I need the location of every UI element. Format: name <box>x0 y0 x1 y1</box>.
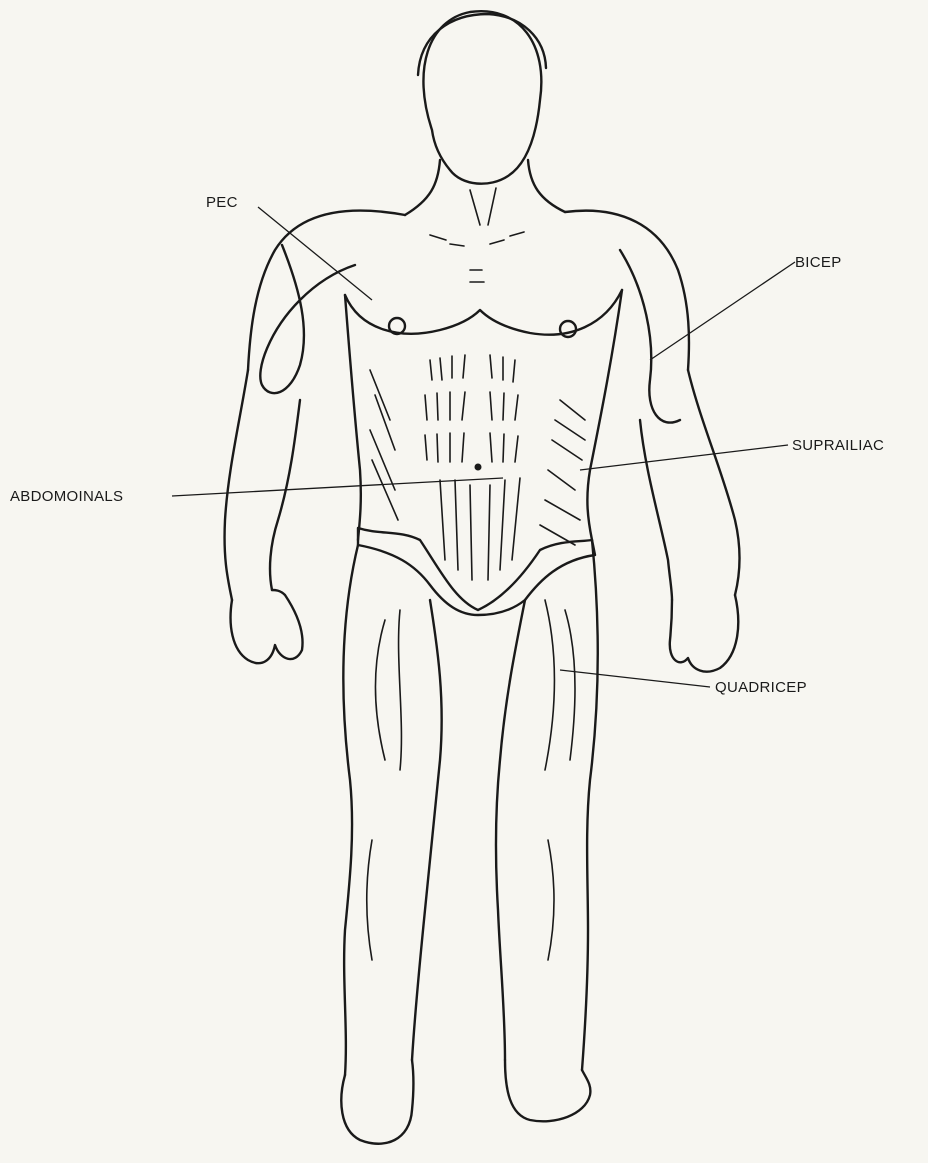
oblique-left-marks <box>370 370 398 520</box>
left-deltoid <box>260 245 355 393</box>
right-leg-inner <box>496 600 525 1060</box>
navel <box>475 464 482 471</box>
bicep-leader <box>650 262 795 360</box>
torso-right-side <box>587 290 622 540</box>
hair <box>418 14 546 75</box>
leg-muscle-lines <box>367 600 575 960</box>
right-inner-arm <box>640 420 672 600</box>
chest <box>345 290 622 335</box>
left-hand <box>231 590 303 663</box>
right-leg-outer <box>582 540 598 1070</box>
neck-left <box>405 160 440 215</box>
left-shoulder <box>248 211 405 370</box>
left-leg-outer <box>343 545 358 1075</box>
oblique-right-marks <box>540 400 585 545</box>
right-nipple <box>560 321 576 337</box>
label-suprailiac: SUPRAILIAC <box>792 437 884 454</box>
left-inner-arm <box>270 400 300 590</box>
label-pec: PEC <box>206 194 238 211</box>
left-leg-inner <box>412 600 442 1060</box>
upper-chest-marks <box>430 232 524 246</box>
trunks <box>358 528 595 615</box>
quadricep-leader <box>560 670 710 687</box>
right-outer-arm <box>688 370 740 595</box>
head <box>423 11 541 184</box>
right-bicep <box>620 250 680 423</box>
left-foot <box>341 1060 413 1144</box>
right-hand <box>670 595 738 672</box>
neck-right <box>528 160 565 212</box>
neck-detail <box>470 188 496 225</box>
human-figure <box>225 11 740 1144</box>
suprailiac-leader <box>580 445 788 470</box>
left-outer-arm <box>225 370 248 600</box>
label-bicep: BICEP <box>795 254 842 271</box>
label-abdominals: ABDOMOINALS <box>10 488 123 505</box>
sternum <box>470 270 484 282</box>
torso-left-side <box>345 295 361 540</box>
right-foot <box>505 1060 590 1121</box>
abs-marks <box>425 355 520 580</box>
abdominals-leader <box>172 478 503 496</box>
label-quadricep: QUADRICEP <box>715 679 807 696</box>
